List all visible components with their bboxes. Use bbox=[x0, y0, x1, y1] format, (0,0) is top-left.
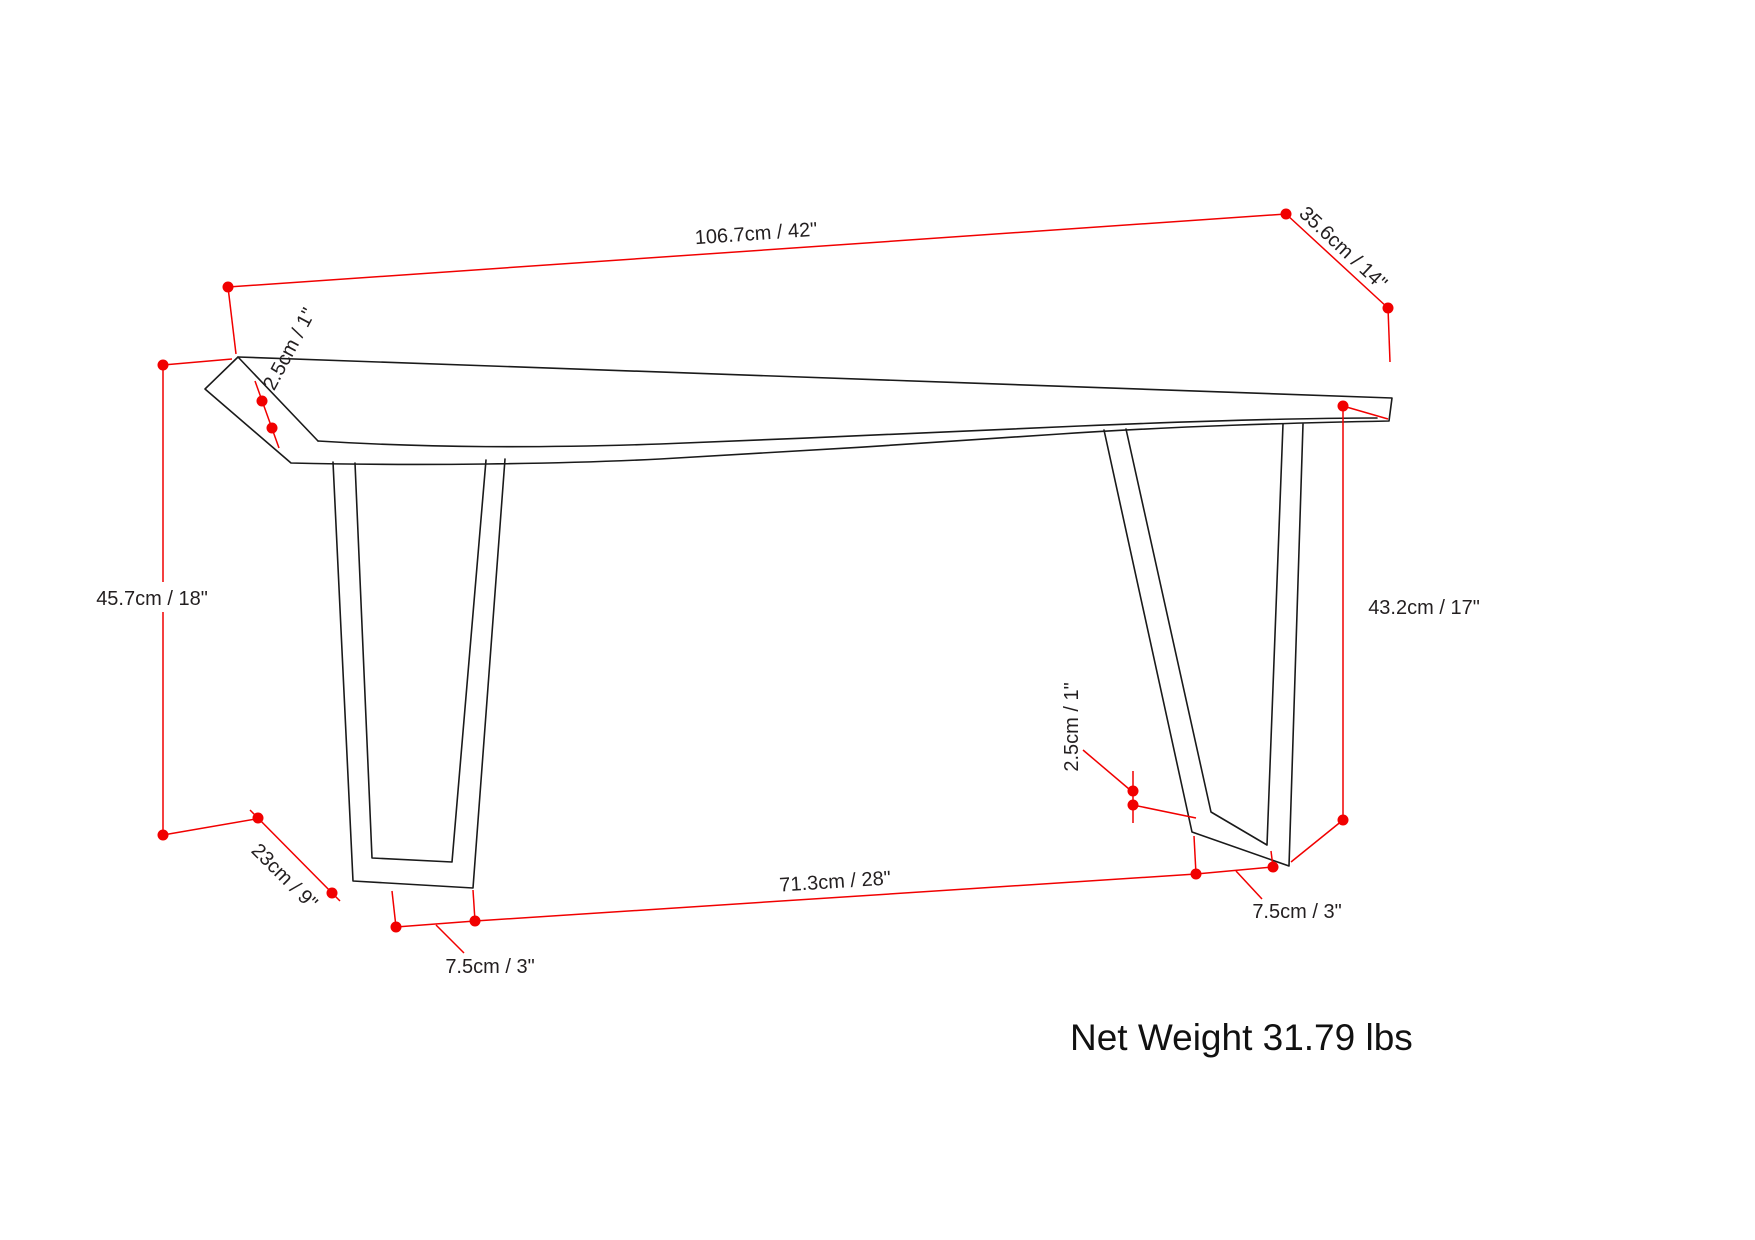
right-leg-outer bbox=[1103, 423, 1304, 867]
dim-dot bbox=[390, 921, 402, 933]
dim-dot bbox=[1127, 799, 1139, 811]
dim-top-depth: 35.6cm / 14" bbox=[1285, 202, 1394, 363]
dim-line bbox=[254, 380, 280, 449]
dim-ext-line bbox=[1342, 405, 1389, 420]
dim-foot-width-left-label: 7.5cm / 3" bbox=[445, 956, 534, 978]
dim-foot-length: 23cm / 9" bbox=[247, 809, 341, 914]
dim-foot-thickness: 2.5cm / 1" bbox=[1061, 682, 1197, 823]
dim-ext-line bbox=[227, 286, 237, 355]
dim-overall-height: 45.7cm / 18" bbox=[70, 358, 257, 841]
dim-foot-length-label: 23cm / 9" bbox=[247, 839, 322, 914]
dim-dot bbox=[1337, 814, 1349, 826]
dim-ext-line bbox=[391, 890, 397, 928]
dim-leader-line bbox=[1235, 870, 1263, 900]
label-backdrop bbox=[70, 582, 235, 612]
dim-overall-height-label: 45.7cm / 18" bbox=[96, 588, 208, 610]
dim-line bbox=[395, 920, 476, 928]
dim-leader-line bbox=[435, 924, 465, 954]
dim-ext-line bbox=[1290, 819, 1344, 863]
dim-leg-height: 43.2cm / 17" bbox=[1290, 400, 1480, 863]
right-leg-inner bbox=[1125, 423, 1284, 846]
dim-foot-width-right: 7.5cm / 3" bbox=[1195, 850, 1342, 923]
dim-dot bbox=[157, 359, 169, 371]
dim-dot bbox=[1127, 785, 1139, 797]
bench-top-left-edge bbox=[237, 356, 319, 442]
dim-top-depth-label: 35.6cm / 14" bbox=[1295, 202, 1392, 294]
dim-dot bbox=[157, 829, 169, 841]
dim-leg-span-label: 71.3cm / 28" bbox=[779, 867, 892, 896]
dimensions: 106.7cm / 42" 35.6cm / 14" 2.5cm / 1" 45… bbox=[70, 202, 1480, 978]
dim-line bbox=[474, 873, 1197, 922]
dim-ext-line bbox=[1132, 804, 1197, 819]
dim-top-thickness: 2.5cm / 1" bbox=[254, 305, 320, 449]
bench-top-live-edge bbox=[317, 417, 1378, 448]
dim-foot-width-right-label: 7.5cm / 3" bbox=[1252, 901, 1341, 923]
dim-dot bbox=[222, 281, 234, 293]
left-leg-outer bbox=[332, 458, 506, 889]
dim-line bbox=[1195, 866, 1274, 875]
dim-dot bbox=[1267, 861, 1279, 873]
bench-drawing bbox=[204, 356, 1393, 889]
dim-foot-width-left: 7.5cm / 3" bbox=[390, 890, 535, 978]
dim-line bbox=[227, 213, 1287, 288]
dim-ext-line bbox=[162, 358, 233, 366]
dim-ext-line bbox=[1387, 307, 1391, 363]
dim-dot bbox=[252, 812, 264, 824]
dim-top-width-label: 106.7cm / 42" bbox=[694, 219, 818, 250]
dim-leg-height-label: 43.2cm / 17" bbox=[1368, 597, 1480, 619]
dim-ext-line bbox=[162, 818, 257, 836]
dim-line bbox=[249, 809, 341, 902]
dim-leader-line bbox=[1082, 749, 1130, 790]
dim-foot-thickness-label: 2.5cm / 1" bbox=[1061, 682, 1083, 771]
dim-leg-span: 71.3cm / 28" bbox=[469, 835, 1202, 927]
net-weight-label: Net Weight 31.79 lbs bbox=[1070, 1017, 1413, 1058]
dim-line bbox=[1285, 213, 1389, 309]
bench-top-outline bbox=[204, 356, 1393, 466]
dim-dot bbox=[256, 395, 268, 407]
dim-dot bbox=[266, 422, 278, 434]
dim-top-width: 106.7cm / 42" bbox=[222, 208, 1292, 355]
dim-dot bbox=[1382, 302, 1394, 314]
dim-top-thickness-label: 2.5cm / 1" bbox=[259, 305, 320, 394]
left-leg-inner bbox=[354, 459, 487, 863]
dim-dot bbox=[1337, 400, 1349, 412]
dim-dot bbox=[326, 887, 338, 899]
dim-ext-line bbox=[1193, 835, 1197, 875]
